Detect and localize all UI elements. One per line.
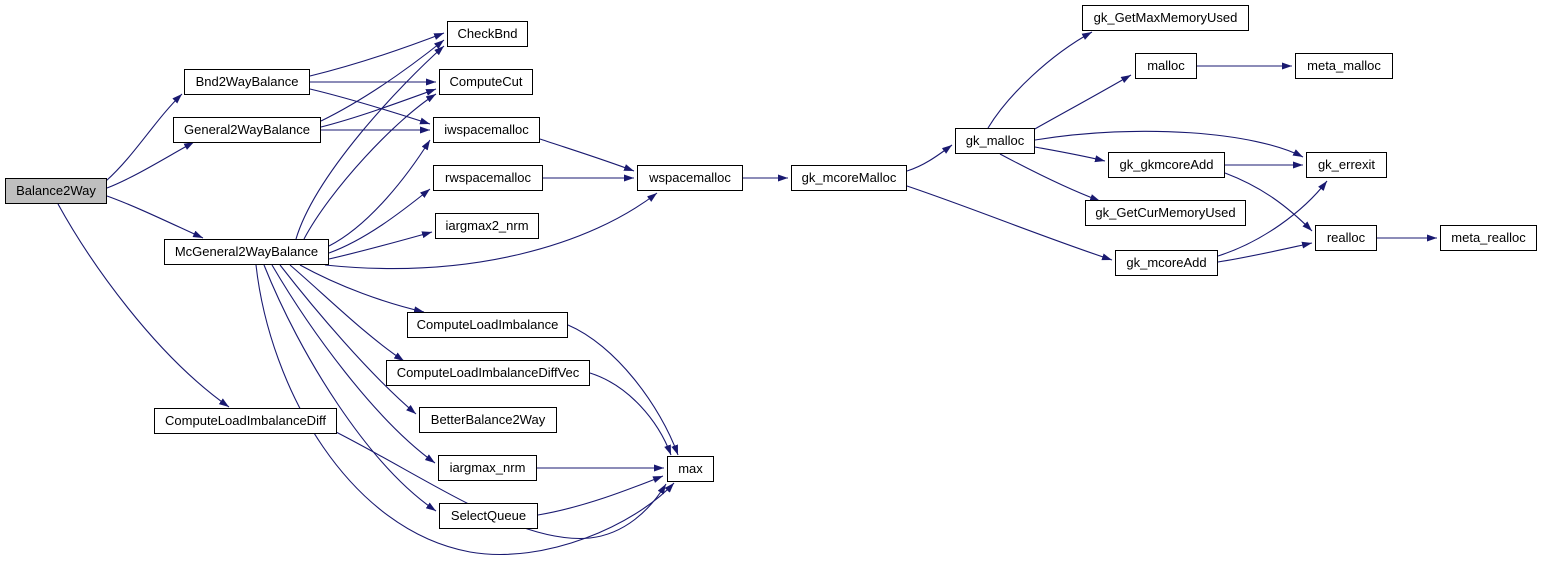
node-gk_GetCurMemoryUsed[interactable]: gk_GetCurMemoryUsed xyxy=(1085,200,1246,226)
edge-gk_malloc-to-gk_gkmcoreAdd xyxy=(1034,146,1106,163)
edge-gk_malloc-to-gk_errexit xyxy=(1034,130,1304,158)
node-General2WayBalance[interactable]: General2WayBalance xyxy=(173,117,321,143)
edge-McGeneral2WayBalance-to-max xyxy=(255,264,675,556)
edge-ComputeLoadImbalanceDiff-to-max xyxy=(335,431,667,540)
edge-gk_malloc-to-malloc xyxy=(1032,74,1132,131)
node-McGeneral2WayBalance[interactable]: McGeneral2WayBalance xyxy=(164,239,329,265)
edge-iwspacemalloc-to-wspacemalloc xyxy=(539,138,635,172)
edge-McGeneral2WayBalance-to-SelectQueue xyxy=(263,264,437,512)
node-Bnd2WayBalance[interactable]: Bnd2WayBalance xyxy=(184,69,310,95)
node-gk_errexit[interactable]: gk_errexit xyxy=(1306,152,1387,178)
edge-gk_malloc-to-gk_GetMaxMemoryUsed xyxy=(987,31,1093,129)
edge-McGeneral2WayBalance-to-iargmax_nrm xyxy=(271,264,436,464)
node-max[interactable]: max xyxy=(667,456,714,482)
edge-McGeneral2WayBalance-to-ComputeLoadImbalance xyxy=(299,264,425,314)
node-iargmax2_nrm[interactable]: iargmax2_nrm xyxy=(435,213,539,239)
node-realloc[interactable]: realloc xyxy=(1315,225,1377,251)
edge-McGeneral2WayBalance-to-iwspacemalloc xyxy=(328,139,431,247)
node-gk_GetMaxMemoryUsed[interactable]: gk_GetMaxMemoryUsed xyxy=(1082,5,1249,31)
edge-McGeneral2WayBalance-to-iargmax2_nrm xyxy=(328,231,433,260)
edge-gk_gkmcoreAdd-to-realloc xyxy=(1224,172,1313,232)
edge-gk_malloc-to-gk_GetCurMemoryUsed xyxy=(999,153,1101,202)
node-CheckBnd[interactable]: CheckBnd xyxy=(447,21,528,47)
node-meta_realloc[interactable]: meta_realloc xyxy=(1440,225,1537,251)
edge-gk_mcoreMalloc-to-gk_mcoreAdd xyxy=(906,185,1113,261)
edge-gk_mcoreAdd-to-gk_errexit xyxy=(1217,180,1328,257)
edge-McGeneral2WayBalance-to-rwspacemalloc xyxy=(328,188,431,254)
node-gk_malloc[interactable]: gk_malloc xyxy=(955,128,1035,154)
edge-Balance2Way-to-General2WayBalance xyxy=(106,141,195,189)
edge-Balance2Way-to-ComputeLoadImbalanceDiff xyxy=(57,203,230,408)
node-ComputeCut[interactable]: ComputeCut xyxy=(439,69,533,95)
node-meta_malloc[interactable]: meta_malloc xyxy=(1295,53,1393,79)
edge-McGeneral2WayBalance-to-wspacemalloc xyxy=(324,192,658,270)
edge-General2WayBalance-to-CheckBnd xyxy=(320,39,445,122)
node-gk_mcoreMalloc[interactable]: gk_mcoreMalloc xyxy=(791,165,907,191)
node-iwspacemalloc[interactable]: iwspacemalloc xyxy=(433,117,540,143)
node-iargmax_nrm[interactable]: iargmax_nrm xyxy=(438,455,537,481)
edge-Balance2Way-to-Bnd2WayBalance xyxy=(105,93,183,182)
node-ComputeLoadImbalanceDiffVec[interactable]: ComputeLoadImbalanceDiffVec xyxy=(386,360,590,386)
edge-McGeneral2WayBalance-to-ComputeLoadImbalanceDiffVec xyxy=(289,264,405,362)
node-malloc[interactable]: malloc xyxy=(1135,53,1197,79)
node-Balance2Way: Balance2Way xyxy=(5,178,107,204)
edge-McGeneral2WayBalance-to-CheckBnd xyxy=(295,45,445,240)
node-wspacemalloc[interactable]: wspacemalloc xyxy=(637,165,743,191)
node-rwspacemalloc[interactable]: rwspacemalloc xyxy=(433,165,543,191)
edge-Bnd2WayBalance-to-CheckBnd xyxy=(309,32,445,77)
edge-SelectQueue-to-max xyxy=(537,475,664,516)
node-BetterBalance2Way[interactable]: BetterBalance2Way xyxy=(419,407,557,433)
edge-General2WayBalance-to-ComputeCut xyxy=(320,88,437,128)
edge-ComputeLoadImbalance-to-max xyxy=(567,324,679,456)
node-ComputeLoadImbalance[interactable]: ComputeLoadImbalance xyxy=(407,312,568,338)
node-SelectQueue[interactable]: SelectQueue xyxy=(439,503,538,529)
edge-gk_mcoreMalloc-to-gk_malloc xyxy=(906,144,953,172)
edges-group xyxy=(57,31,1437,556)
node-gk_mcoreAdd[interactable]: gk_mcoreAdd xyxy=(1115,250,1218,276)
node-ComputeLoadImbalanceDiff[interactable]: ComputeLoadImbalanceDiff xyxy=(154,408,337,434)
node-gk_gkmcoreAdd[interactable]: gk_gkmcoreAdd xyxy=(1108,152,1225,178)
edge-gk_mcoreAdd-to-realloc xyxy=(1217,241,1313,263)
edge-McGeneral2WayBalance-to-BetterBalance2Way xyxy=(279,264,417,415)
edge-Balance2Way-to-McGeneral2WayBalance xyxy=(106,195,204,239)
edge-McGeneral2WayBalance-to-ComputeCut xyxy=(303,93,437,240)
edge-ComputeLoadImbalanceDiffVec-to-max xyxy=(589,372,672,456)
edge-Bnd2WayBalance-to-iwspacemalloc xyxy=(309,88,431,125)
